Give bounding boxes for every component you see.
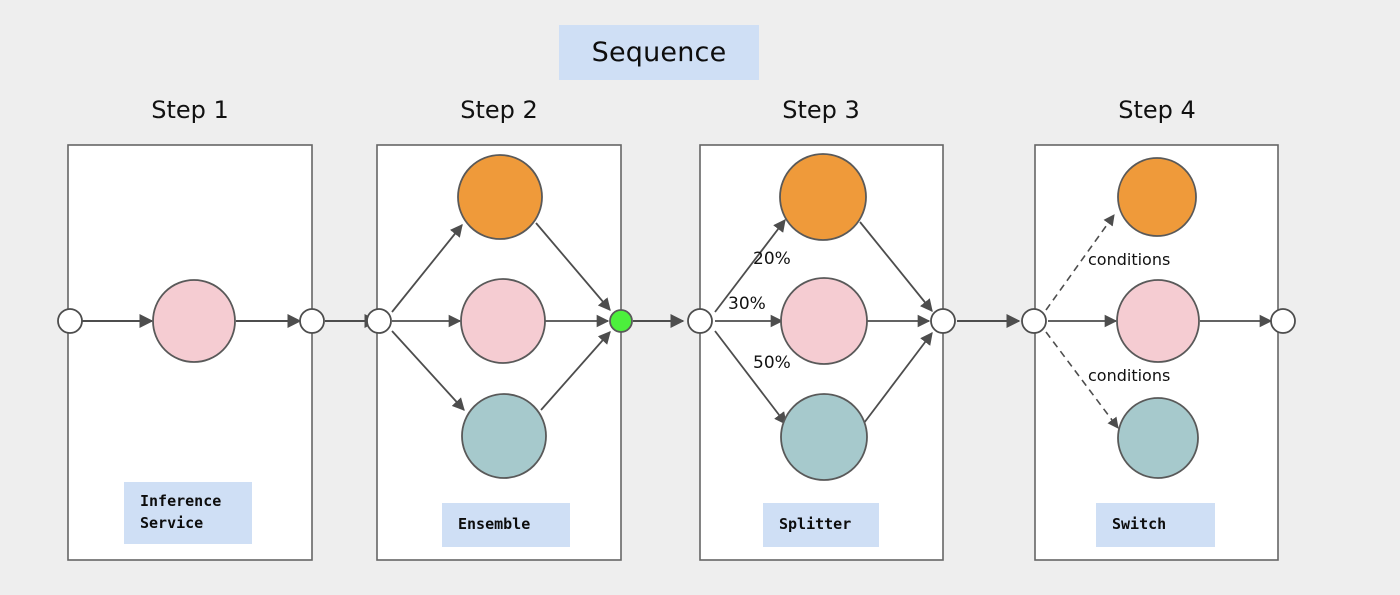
step-title-2: Step 2 <box>460 96 538 124</box>
edge-step3-entry-to-teal <box>714 330 787 426</box>
node-step1-pink[interactable] <box>152 279 236 363</box>
type-chip-splitter[interactable]: Splitter <box>763 503 879 547</box>
type-chip-ensemble[interactable]: Ensemble <box>442 503 570 547</box>
type-chip-line1: Ensemble <box>458 515 531 534</box>
edge-step4-entry-to-teal-dashed <box>1045 331 1119 429</box>
edge-step2-teal-to-join <box>540 331 611 411</box>
connector-step3-exit[interactable] <box>930 308 956 334</box>
edge-step3-teal-to-join <box>863 331 933 424</box>
node-step4-orange[interactable] <box>1117 157 1197 237</box>
node-step3-teal[interactable] <box>780 393 868 481</box>
edge-label-step3-20pct: 20% <box>753 249 791 269</box>
edge-step4-entry-to-orange-dashed <box>1045 214 1115 311</box>
edge-label-step3-50pct: 50% <box>753 353 791 373</box>
type-chip-line1: Inference <box>140 492 222 511</box>
node-step2-orange[interactable] <box>457 154 543 240</box>
type-chip-switch[interactable]: Switch <box>1096 503 1215 547</box>
connector-step2-join-active[interactable] <box>609 309 633 333</box>
connector-step3-entry[interactable] <box>687 308 713 334</box>
node-step2-teal[interactable] <box>461 393 547 479</box>
connector-step1-exit[interactable] <box>299 308 325 334</box>
edge-step3-entry-to-orange <box>714 218 786 313</box>
node-step2-pink[interactable] <box>460 278 546 364</box>
diagram-title: Sequence <box>559 25 759 80</box>
edge-step2-entry-to-teal <box>391 330 465 411</box>
connector-step2-entry[interactable] <box>366 308 392 334</box>
edge-label-step4-conditions-bottom: conditions <box>1088 366 1171 385</box>
node-step4-pink[interactable] <box>1116 279 1200 363</box>
type-chip-line1: Splitter <box>779 515 852 534</box>
node-step4-teal[interactable] <box>1117 397 1199 479</box>
edge-label-step3-30pct: 30% <box>728 294 766 314</box>
step-title-4: Step 4 <box>1118 96 1196 124</box>
connector-step4-entry[interactable] <box>1021 308 1047 334</box>
step-title-3: Step 3 <box>782 96 860 124</box>
edge-step2-orange-to-join <box>535 222 611 311</box>
edge-label-step4-conditions-top: conditions <box>1088 250 1171 269</box>
step-title-1: Step 1 <box>151 96 229 124</box>
connector-diagram-exit[interactable] <box>1270 308 1296 334</box>
node-step3-pink[interactable] <box>780 277 868 365</box>
type-chip-line1: Switch <box>1112 515 1167 534</box>
edge-step3-orange-to-join <box>859 221 933 312</box>
node-step3-orange[interactable] <box>779 153 867 241</box>
type-chip-line2: Service <box>140 514 204 532</box>
connector-diagram-entry[interactable] <box>57 308 83 334</box>
type-chip-inference-service[interactable]: Inference Service <box>124 482 252 544</box>
edge-step2-entry-to-orange <box>391 224 463 313</box>
